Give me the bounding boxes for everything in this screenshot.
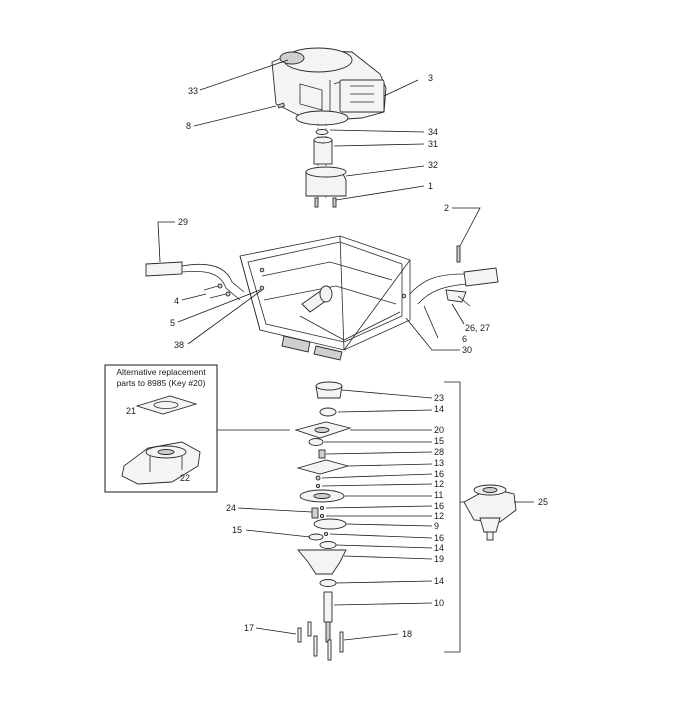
key-14-bottom: 14 [434, 576, 444, 586]
key-15-top: 15 [434, 436, 444, 446]
key-17: 17 [244, 623, 254, 633]
inset-note-line-2: parts to 8985 (Key #20) [117, 378, 206, 388]
alternative-parts-inset [104, 364, 218, 493]
key-23: 23 [434, 393, 444, 403]
key-8: 8 [186, 121, 191, 131]
inset-note-line-1: Alternative replacement [116, 367, 206, 377]
key-labels: 33 3 8 34 31 32 1 2 29 4 5 38 26, 27 6 3… [126, 73, 548, 639]
key-9: 9 [434, 521, 439, 531]
key-29: 29 [178, 217, 188, 227]
key-16-bottom: 16 [434, 533, 444, 543]
key-5: 5 [170, 318, 175, 328]
frame-and-handles [145, 235, 499, 361]
key-31: 31 [428, 139, 438, 149]
key-16-top: 16 [434, 469, 444, 479]
key-1: 1 [428, 181, 433, 191]
key-13: 13 [434, 458, 444, 468]
key-14-mid: 14 [434, 543, 444, 553]
key-15-bottom: 15 [232, 525, 242, 535]
key-19: 19 [434, 554, 444, 564]
key-3: 3 [428, 73, 433, 83]
key-26-27: 26, 27 [465, 323, 490, 333]
key-11: 11 [434, 490, 443, 500]
key-33: 33 [188, 86, 198, 96]
key-20: 20 [434, 425, 444, 435]
key-12-top: 12 [434, 479, 444, 489]
key-24: 24 [226, 503, 236, 513]
key-2: 2 [444, 203, 449, 213]
key-14-top: 14 [434, 404, 444, 414]
gearbox-stack [294, 381, 352, 661]
key-38: 38 [174, 340, 184, 350]
key-28: 28 [434, 447, 444, 457]
key-16-mid: 16 [434, 501, 444, 511]
key-18: 18 [402, 629, 412, 639]
key-32: 32 [428, 160, 438, 170]
key-21: 21 [126, 406, 136, 416]
leader-lines [157, 59, 534, 641]
key-6: 6 [462, 334, 467, 344]
key-22: 22 [180, 473, 190, 483]
key-10: 10 [434, 598, 444, 608]
key-25: 25 [538, 497, 548, 507]
key-4: 4 [174, 296, 179, 306]
key-30: 30 [462, 345, 472, 355]
key-12-mid: 12 [434, 511, 444, 521]
key-34: 34 [428, 127, 438, 137]
engine-assembly [271, 47, 387, 208]
gearbox-assembled [463, 484, 517, 541]
